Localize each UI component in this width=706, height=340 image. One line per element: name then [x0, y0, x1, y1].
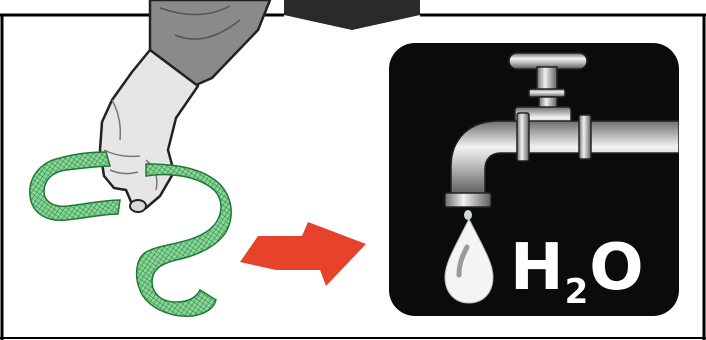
formula-h: H [510, 231, 565, 305]
gloved-hand-icon [100, 0, 270, 212]
top-arrow-icon [284, 0, 420, 30]
formula-subscript: 2 [565, 272, 590, 312]
formula-o: O [589, 231, 644, 305]
arrow-right-icon [240, 222, 366, 286]
water-sign: H2O [389, 43, 679, 316]
water-drop-icon [445, 219, 493, 303]
h2o-formula: H2O [510, 236, 645, 324]
